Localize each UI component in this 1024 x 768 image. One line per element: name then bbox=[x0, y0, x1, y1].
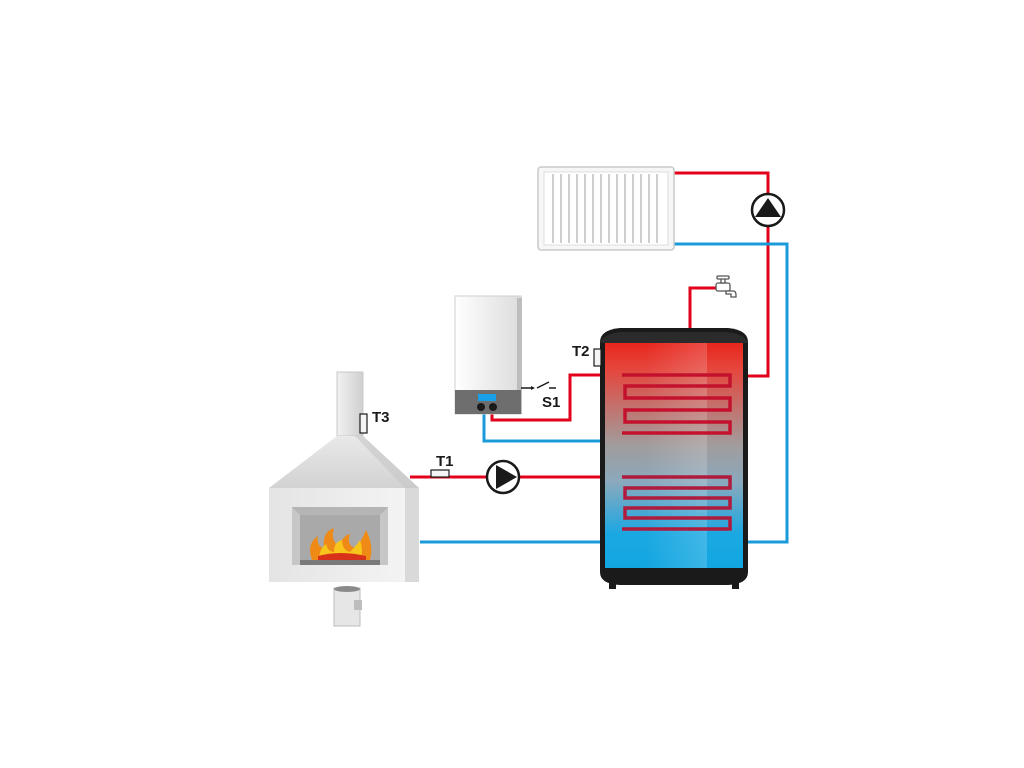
label-t2: T2 bbox=[572, 343, 590, 360]
upper-heat-coil bbox=[622, 373, 732, 435]
sensor-t1-icon bbox=[430, 469, 450, 478]
sensor-t3-icon bbox=[359, 413, 368, 434]
pump-icon bbox=[750, 192, 786, 228]
boiler-knob-right bbox=[489, 403, 497, 411]
label-t1: T1 bbox=[436, 453, 454, 470]
boiler-knob-left bbox=[477, 403, 485, 411]
label-s1: S1 bbox=[542, 394, 560, 411]
storage-tank-icon bbox=[600, 328, 748, 589]
switch-icon bbox=[521, 381, 556, 390]
radiator-supply-pipe bbox=[672, 171, 770, 378]
sensor-t2-icon bbox=[593, 348, 602, 367]
boiler-return-pipe bbox=[482, 414, 622, 443]
boiler-supply-pipe bbox=[490, 373, 622, 422]
fireplace-pump-icon bbox=[485, 459, 521, 495]
tap-icon bbox=[715, 275, 737, 298]
tap-pipe bbox=[688, 286, 716, 335]
flame-icon bbox=[310, 528, 372, 562]
boiler-display bbox=[478, 394, 496, 401]
boiler-icon bbox=[454, 295, 522, 415]
fireplace-icon bbox=[269, 371, 419, 627]
lower-heat-coil bbox=[622, 475, 732, 531]
radiator-icon bbox=[537, 166, 675, 251]
radiator-return-pipe bbox=[672, 242, 789, 544]
label-t3: T3 bbox=[372, 409, 390, 426]
